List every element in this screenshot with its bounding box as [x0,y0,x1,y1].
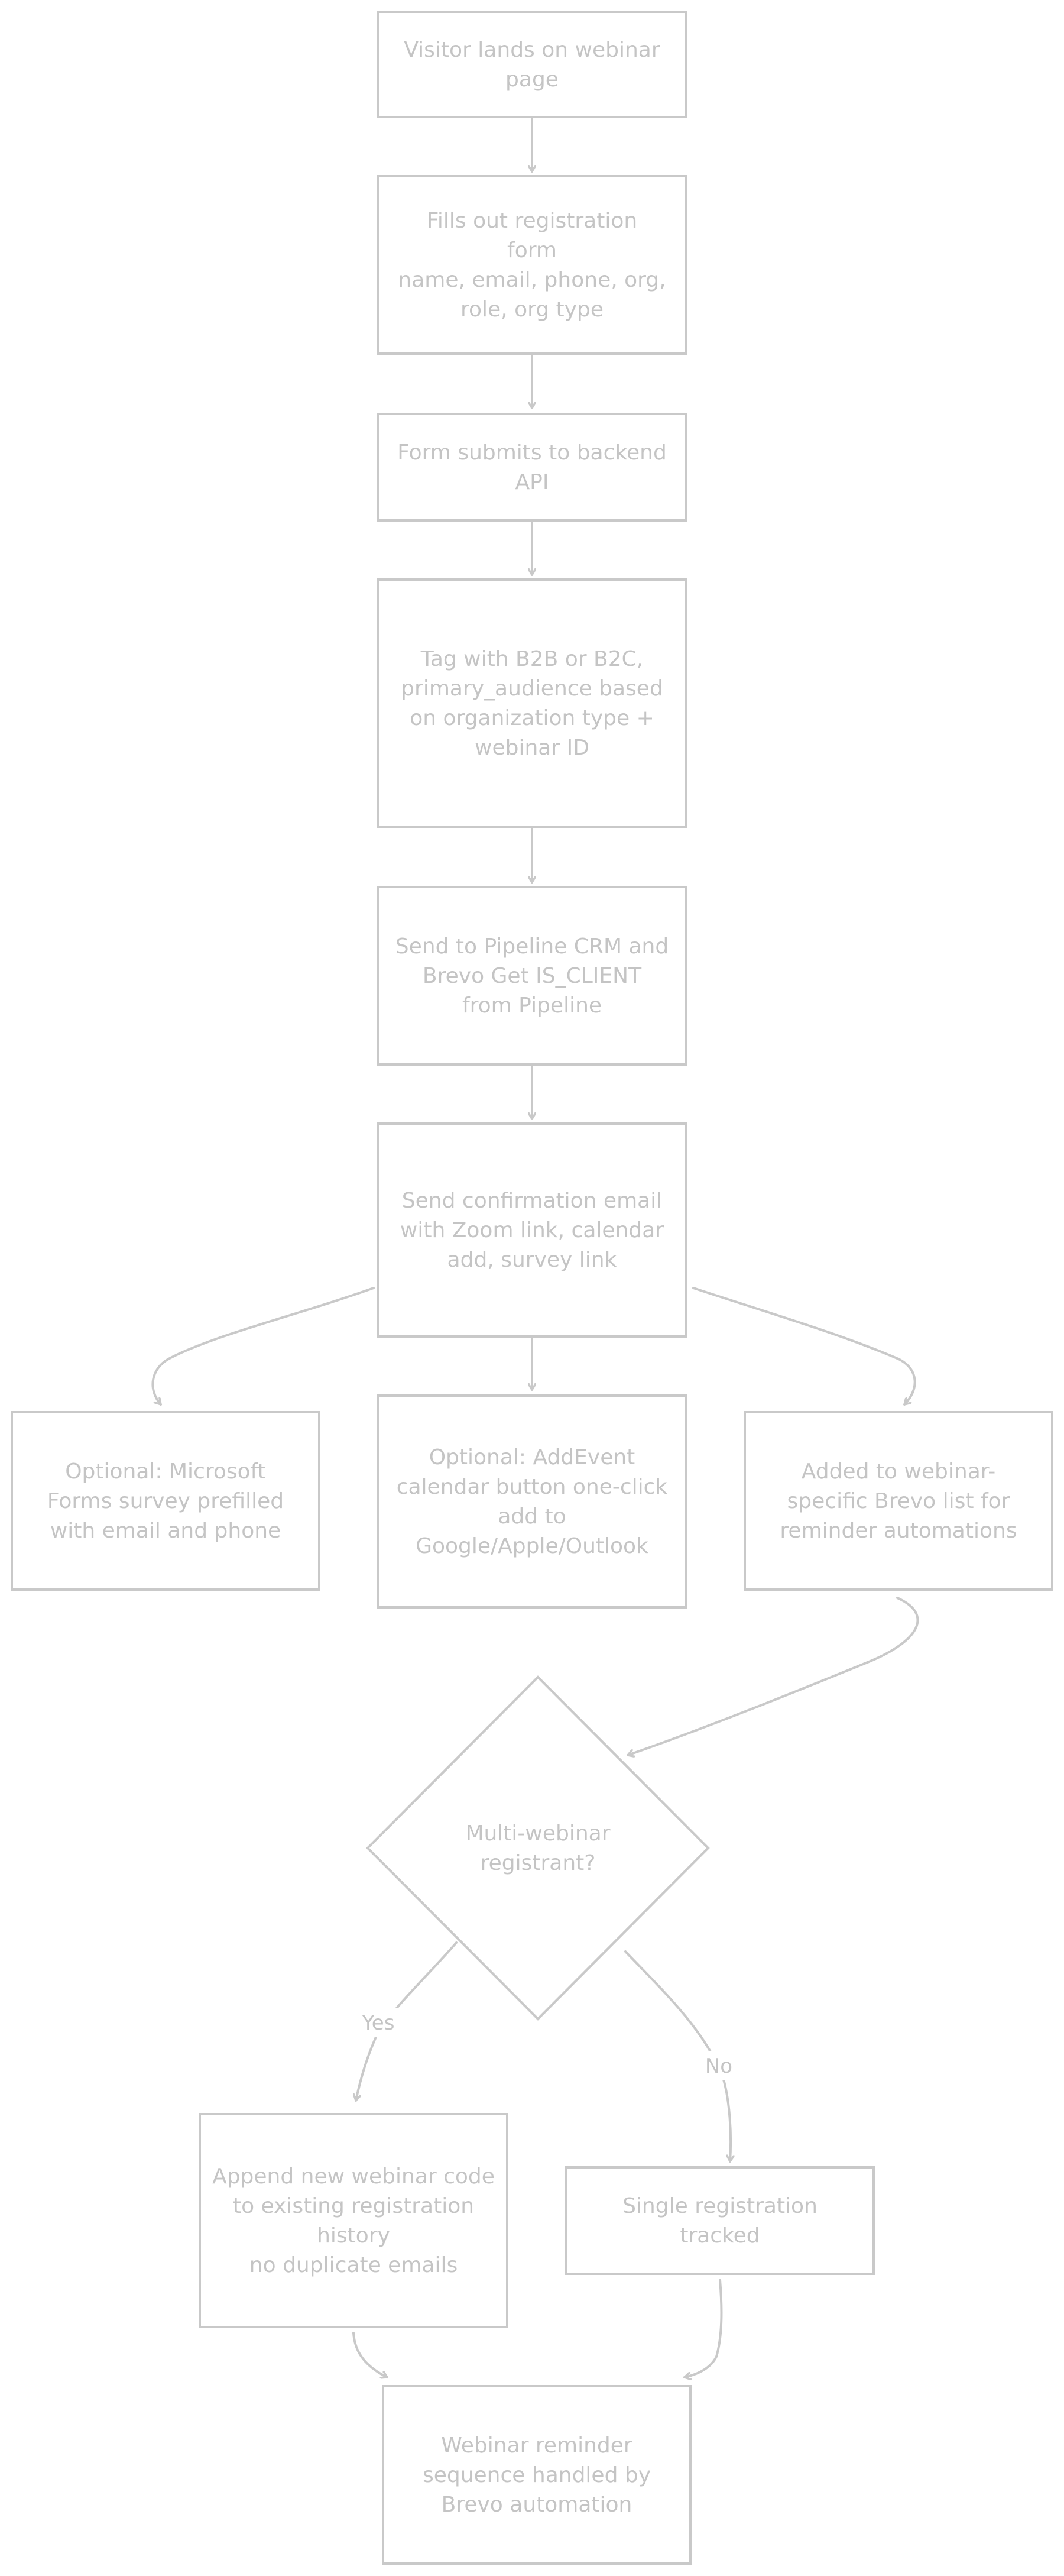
node-optional-calendar: Optional: AddEvent calendar button one-cl… [377,1394,687,1609]
node-confirmation-email: Send confirmation email with Zoom link, c… [377,1122,687,1338]
node-text-line: Append new webinar code [212,2164,495,2189]
node-text-line: page [505,67,559,92]
node-text-line: name, email, phone, org, [398,268,666,292]
node-text-line: to existing registration [233,2194,474,2218]
node-text-line: tracked [680,2224,760,2248]
edge-label-no: No [698,2051,740,2080]
node-text-line: Form submits to backend [397,441,667,465]
node-text-line: calendar button one-click [397,1475,668,1499]
node-text-line: form [507,238,557,263]
node-label: Webinar reminder sequence handled by Brevo… [423,2433,651,2517]
node-text-line: Forms survey prefilled [47,1489,284,1513]
nodes: Visitor lands on webinar page Fills out r… [11,11,1053,2565]
edge-email-to-list [692,1287,916,1406]
node-text-line: Optional: Microsoft [65,1459,266,1484]
node-label: Single registration tracked [622,2194,818,2248]
node-label: Optional: AddEvent calendar button one-cl… [397,1445,668,1558]
node-label: Send confirmation email with Zoom link, c… [400,1189,664,1272]
node-text-line: reminder automations [780,1519,1017,1543]
node-text-line: primary_audience based [401,677,663,701]
node-text-line: history [317,2224,390,2248]
node-text-line: Single registration [622,2194,818,2218]
node-text-line: Added to webinar- [802,1459,996,1484]
node-text-line: Brevo automation [442,2493,632,2517]
node-append-history: Append new webinar code to existing regis… [199,2113,508,2328]
edge-email-to-survey [151,1287,375,1406]
node-single-registration: Single registration tracked [565,2166,875,2275]
node-label: Visitor lands on webinar page [404,38,660,92]
node-webinar-reminder: Webinar reminder sequence handled by Brevo… [382,2385,692,2565]
node-text-line: add to [498,1504,566,1529]
node-visitor-lands: Visitor lands on webinar page [377,11,687,118]
node-label: Added to webinar-specific Brevo list for… [780,1459,1017,1543]
node-text-line: sequence handled by [423,2463,651,2487]
node-text-line: API [515,470,549,494]
node-text-line: webinar ID [475,736,589,760]
node-text-line: Fills out registration [427,209,637,233]
node-text-line: registrant? [481,1851,596,1875]
node-label: Multi-webinar registrant? [465,1821,610,1875]
node-text-line: no duplicate emails [249,2253,458,2277]
node-text-line: on organization type + [410,706,654,730]
edges [151,116,919,2377]
svg-text:Yes: Yes [362,2011,395,2035]
svg-text:No: No [705,2054,732,2078]
node-text-line: with Zoom link, calendar [400,1218,664,1242]
node-label: Tag with B2B or B2C, primary_audience bas… [401,647,663,760]
edge-single-to-reminder [683,2279,723,2377]
node-text-line: Brevo Get IS_CLIENT [423,964,642,988]
node-label: Fills out registration form name, email, p… [398,209,666,322]
node-text-line: specific Brevo list for [787,1489,1010,1513]
node-text-line: Multi-webinar [465,1821,610,1846]
edge-append-to-reminder [352,2332,388,2377]
node-text-line: Send confirmation email [402,1189,662,1213]
node-text-line: Tag with B2B or B2C, [420,647,643,671]
node-brevo-list: Added to webinar-specific Brevo list for… [744,1411,1053,1591]
edge-list-to-decision [627,1597,919,1755]
node-text-line: Send to Pipeline CRM and [395,934,669,959]
node-text-line: role, org type [460,297,604,322]
node-label: Append new webinar code to existing regis… [212,2164,495,2277]
edge-label-yes: Yes [353,2008,402,2037]
node-text-line: from Pipeline [462,993,602,1018]
node-text-line: add, survey link [447,1248,617,1272]
node-tag-audience: Tag with B2B or B2C, primary_audience bas… [377,578,687,828]
node-registration-form: Fills out registration form name, email, p… [377,175,687,355]
node-text-line: Visitor lands on webinar [404,38,660,62]
node-text-line: Optional: AddEvent [429,1445,635,1470]
node-text-line: Webinar reminder [441,2433,632,2458]
node-text-line: with email and phone [50,1519,281,1543]
node-multi-webinar-decision: Multi-webinar registrant? [366,1675,710,2021]
node-text-line: Google/Apple/Outlook [416,1534,648,1558]
